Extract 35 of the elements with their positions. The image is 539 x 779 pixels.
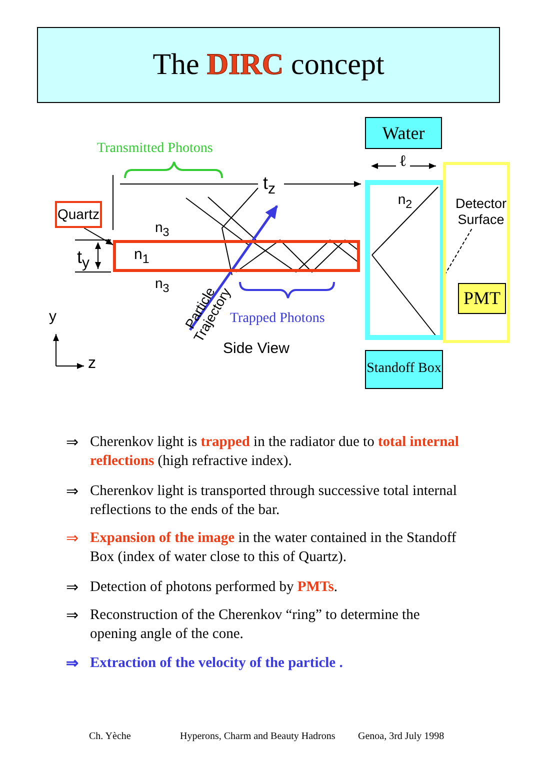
footer-text: Hyperons, Charm and Beauty Hadrons [180, 731, 336, 742]
leader-line [84, 228, 114, 246]
bullet-arrow: ⇒ [66, 655, 79, 673]
refractive-index-label: n$_{3}$ [155, 275, 170, 295]
medium-label-box: Water [365, 117, 442, 149]
axis-label: y [49, 308, 56, 325]
bullet-text: Expansion of the image in the water contained in the Standoff Box (index of water close to this of Quartz). [90, 529, 458, 567]
title-box: The DIRC concept [37, 27, 500, 103]
bullet-text: Cherenkov light is transported through successive total internal reflections to the ends of the bar. [90, 482, 458, 520]
diagram-label: Transmitted Photons [97, 141, 213, 157]
quartz-label-box: Quartz [55, 201, 102, 228]
diagram-label: Trapped Photons [230, 311, 325, 326]
pmt-box: PMT [458, 283, 506, 314]
bullet-text: Reconstruction of the Cherenkov “ring” to determine the opening angle of the cone. [90, 606, 421, 644]
bullet-arrow: ⇒ [66, 607, 79, 625]
bullet-arrow: ⇒ [66, 434, 79, 452]
detector-surface-label: Detector Surface [450, 195, 512, 229]
bullet-arrow: ⇒ [66, 579, 79, 597]
detector-surface-box [443, 162, 510, 343]
footer-text: Genoa, 3rd July 1998 [358, 731, 444, 742]
bullet-text: Extraction of the velocity of the particle . [90, 654, 344, 673]
dimension-label: ℓ [399, 153, 407, 171]
bullet-text: Cherenkov light is trapped in the radiator due to total internal reflections (high refractive index). [90, 433, 460, 471]
dimension-label: t$_{z}$ [263, 173, 276, 198]
refractive-index-label: n$_{3}$ [155, 219, 170, 239]
bullet-text: Detection of photons performed by PMTs. [90, 578, 339, 597]
quartz-bar: n$_{1}$ [113, 240, 360, 272]
axis-label: z [88, 355, 96, 373]
footer-text: Ch. Yèche [89, 731, 131, 742]
bullet-arrow: ⇒ [66, 530, 79, 548]
standoff-label-box: Standoff Box [365, 350, 443, 389]
dimension-label: t$_{y}$ [77, 247, 90, 272]
bullet-arrow: ⇒ [66, 483, 79, 501]
standoff-box-outline: n$_{2}$ [365, 180, 445, 340]
diagram-label: Side View [223, 340, 290, 357]
